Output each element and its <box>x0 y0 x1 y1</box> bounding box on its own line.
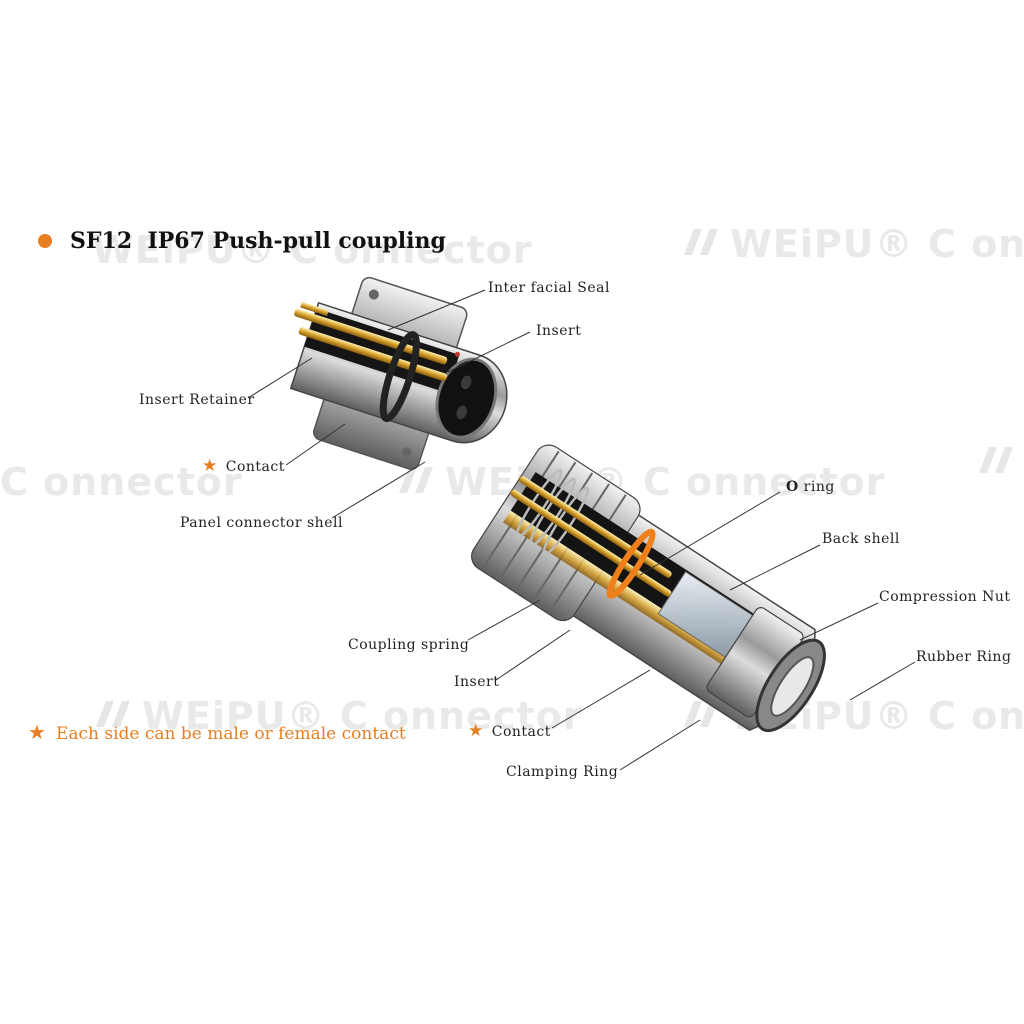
panel-leader-lines <box>247 289 531 519</box>
watermark-2: WEiPU® C onnector <box>680 222 1024 266</box>
label-clamping-ring: Clamping Ring <box>506 764 619 780</box>
label-o-ring: O ring <box>786 479 835 495</box>
label-contact-cable: ★Contact <box>468 721 551 741</box>
label-contact-panel: ★Contact <box>202 456 285 476</box>
star-icon: ★ <box>28 720 46 744</box>
coupling-spring <box>515 468 590 557</box>
panel-insert-face <box>435 357 498 439</box>
contact-note: ★Each side can be male or female contact <box>28 720 406 744</box>
interfacial-seal <box>379 331 420 423</box>
panel-contact-pin <box>294 308 448 365</box>
label-interfacial-seal: Inter facial Seal <box>488 280 610 296</box>
bullet-dot-icon <box>38 234 52 248</box>
weipu-logo-icon <box>975 443 1019 479</box>
watermark-1: WEiPU® C onnector <box>92 228 533 272</box>
star-icon: ★ <box>468 721 484 741</box>
weipu-logo-icon <box>395 463 439 499</box>
label-insert-retainer: Insert Retainer <box>139 392 255 408</box>
weipu-logo-icon <box>680 225 724 261</box>
label-coupling-spring: Coupling spring <box>348 637 470 653</box>
watermark-5: WEiPU® C onnector <box>92 694 582 738</box>
mount-hole-icon <box>368 289 379 300</box>
label-insert-cable: Insert <box>454 674 500 690</box>
section-heading: SF12 IP67 Push-pull coupling <box>38 228 446 254</box>
watermark-7 <box>975 440 1024 484</box>
star-icon: ★ <box>202 456 218 476</box>
label-rubber-ring: Rubber Ring <box>916 649 1012 665</box>
watermark-3: C onnector <box>0 460 243 504</box>
label-back-shell: Back shell <box>822 531 900 547</box>
label-compression-nut: Compression Nut <box>879 589 1011 605</box>
weipu-logo-icon <box>92 697 136 733</box>
label-panel-shell: Panel connector shell <box>180 515 343 531</box>
panel-connector <box>289 276 508 470</box>
page-title: SF12 IP67 Push-pull coupling <box>70 228 446 254</box>
cable-contact-pin <box>510 489 672 597</box>
label-insert-panel: Insert <box>536 323 582 339</box>
mount-hole-icon <box>401 447 412 458</box>
o-ring <box>606 528 656 599</box>
weipu-logo-icon <box>680 697 724 733</box>
cable-leader-lines <box>467 491 916 771</box>
cable-connector <box>471 444 826 733</box>
